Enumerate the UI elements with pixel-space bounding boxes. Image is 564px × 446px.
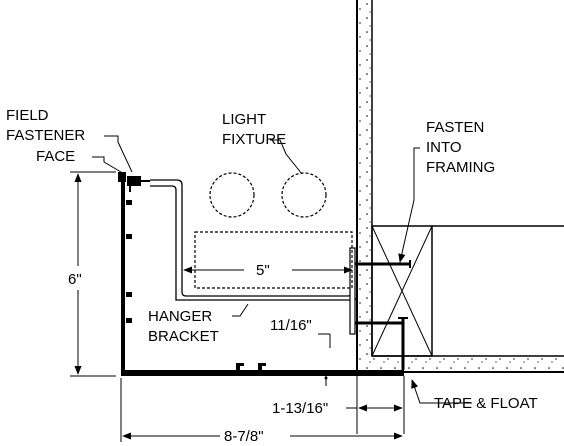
dimension-offset: 1-13/16" (272, 376, 405, 434)
hanger-bracket-label-1: HANGER (148, 308, 212, 325)
fasten-label-2: INTO (426, 139, 462, 156)
light-fixture-label-1: LIGHT (222, 111, 266, 128)
field-fastener-label-2: FASTENER (6, 127, 85, 144)
fasten-label-1: FASTEN (426, 119, 484, 136)
tape-float-label: TAPE & FLOAT (434, 395, 538, 412)
inner-width-label: 5" (256, 262, 270, 279)
dimension-overall-width: 8-7/8" (120, 378, 403, 445)
dimension-height: 6" (68, 171, 116, 377)
fastening-screws (355, 260, 411, 370)
hanger-bracket-label-2: BRACKET (148, 328, 219, 345)
ceiling-board (357, 355, 564, 373)
hanger-bracket (150, 179, 358, 335)
overall-width-label: 8-7/8" (224, 428, 264, 445)
height-label: 6" (68, 271, 82, 288)
light-fixture-label-2: FIXTURE (222, 131, 286, 148)
framing-member (371, 225, 564, 357)
field-fastener (127, 176, 150, 192)
face-label: FACE (36, 148, 75, 165)
gap-label: 11/16" (270, 317, 312, 334)
light-fixture (194, 172, 353, 289)
fasten-label-3: FRAMING (426, 159, 495, 176)
callouts: FIELD FASTENER FACE LIGHT FIXTURE FASTEN… (6, 107, 538, 412)
offset-label: 1-13/16" (272, 400, 328, 417)
field-fastener-label-1: FIELD (6, 107, 49, 124)
dimension-gap: 11/16" (270, 317, 331, 386)
dimension-inner-width: 5" (183, 262, 353, 279)
leader-lines (92, 135, 472, 404)
cove-profile (118, 172, 404, 376)
wall (356, 0, 373, 372)
